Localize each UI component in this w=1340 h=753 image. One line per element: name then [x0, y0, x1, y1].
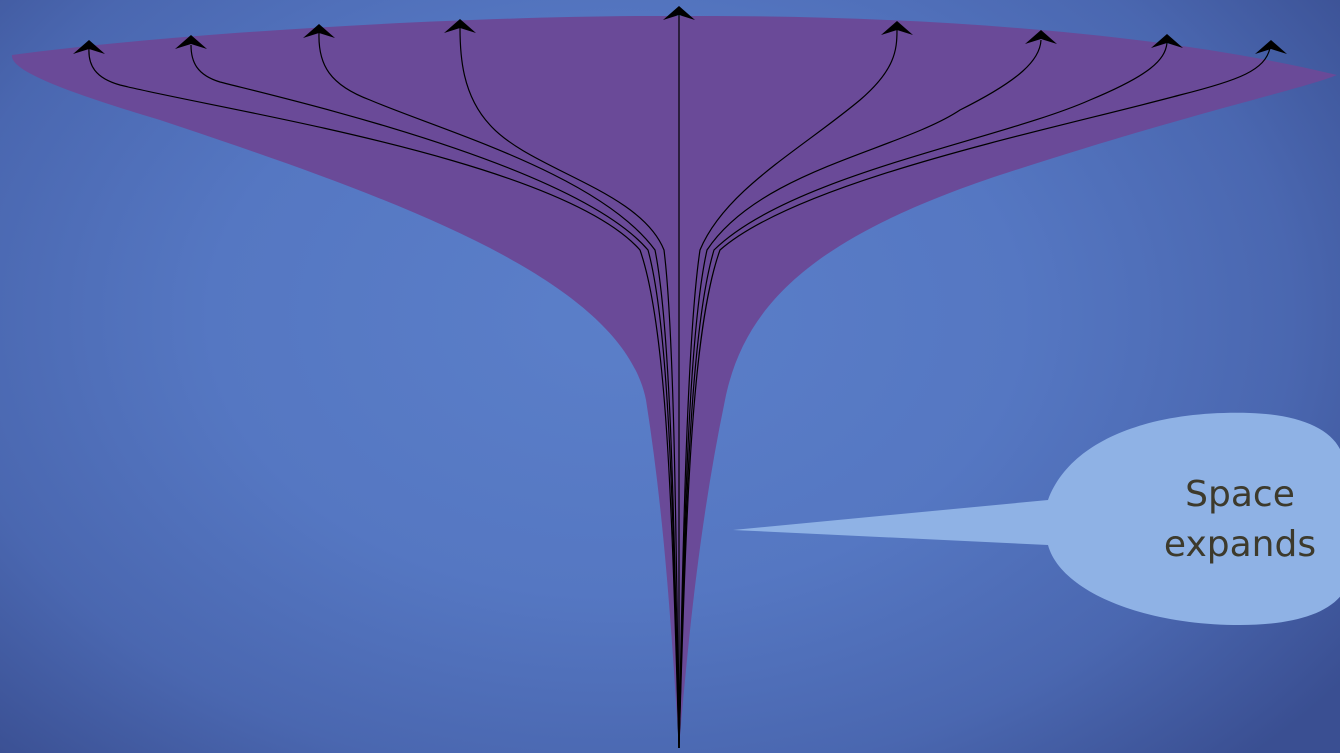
callout-line-2: expands: [1130, 520, 1340, 570]
arrowhead-icon: [1255, 40, 1287, 54]
spacetime-funnel: [12, 16, 1337, 748]
callout-label: Space expands: [1130, 470, 1340, 570]
callout-line-1: Space: [1130, 470, 1340, 520]
